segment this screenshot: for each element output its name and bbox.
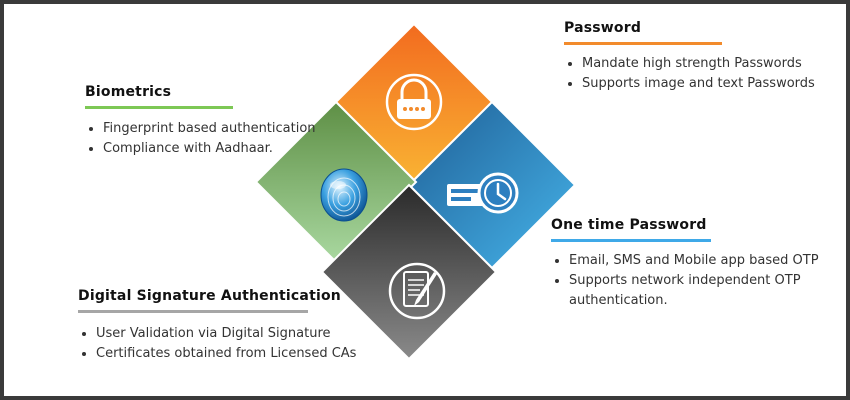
password-underline bbox=[564, 42, 722, 45]
password-section: Password Mandate high strength Passwords… bbox=[564, 20, 834, 94]
otp-underline bbox=[551, 239, 711, 242]
list-item: User Validation via Digital Signature bbox=[96, 324, 368, 344]
biometrics-title: Biometrics bbox=[85, 84, 172, 100]
biometrics-underline bbox=[85, 106, 233, 109]
digital-signature-underline bbox=[78, 310, 308, 313]
signature-document-icon bbox=[388, 262, 446, 320]
list-item: Supports image and text Passwords bbox=[582, 74, 834, 94]
otp-list: Email, SMS and Mobile app based OTP Supp… bbox=[551, 251, 836, 311]
list-item: Mandate high strength Passwords bbox=[582, 54, 834, 74]
password-list: Mandate high strength Passwords Supports… bbox=[564, 54, 834, 94]
biometrics-list: Fingerprint based authentication Complia… bbox=[85, 119, 335, 159]
digital-signature-title: Digital Signature Authentication bbox=[78, 288, 341, 304]
biometrics-section: Biometrics Fingerprint based authenticat… bbox=[85, 84, 335, 159]
digital-signature-section: Digital Signature Authentication User Va… bbox=[78, 288, 368, 364]
list-item: Certificates obtained from Licensed CAs bbox=[96, 344, 368, 364]
fingerprint-icon bbox=[320, 168, 368, 222]
otp-section: One time Password Email, SMS and Mobile … bbox=[551, 217, 836, 311]
digital-signature-list: User Validation via Digital Signature Ce… bbox=[78, 324, 368, 364]
list-item: Compliance with Aadhaar. bbox=[103, 139, 335, 159]
clock-device-icon bbox=[447, 172, 519, 214]
otp-title: One time Password bbox=[551, 217, 707, 233]
lock-icon bbox=[385, 73, 443, 131]
list-item: Email, SMS and Mobile app based OTP bbox=[569, 251, 836, 271]
password-title: Password bbox=[564, 20, 642, 36]
diamond-graphic bbox=[254, 22, 577, 361]
list-item: Fingerprint based authentication bbox=[103, 119, 335, 139]
list-item: Supports network independent OTP authent… bbox=[569, 271, 836, 311]
